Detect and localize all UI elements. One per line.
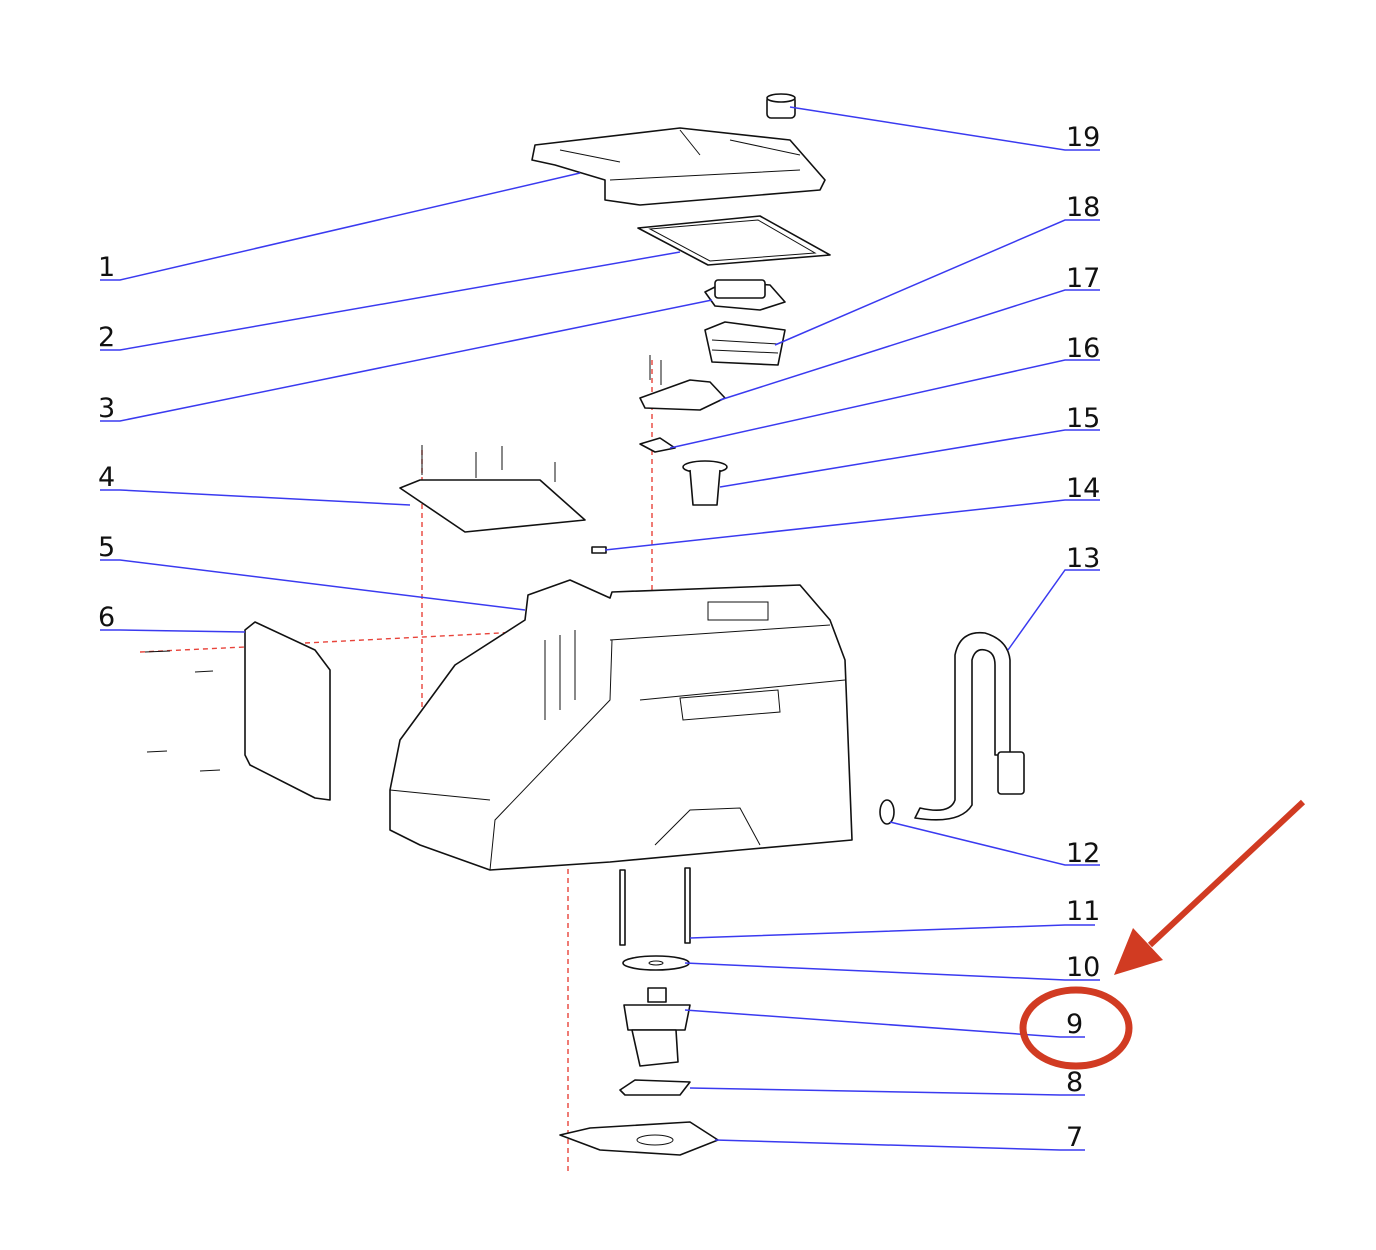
part-10-washer — [622, 955, 690, 971]
arrow-head — [1114, 928, 1163, 975]
part-2-gasket — [637, 215, 831, 266]
leader-lines — [100, 106, 1100, 1151]
label-16: 16 — [1066, 333, 1100, 364]
part-15-valve — [682, 460, 728, 506]
label-9: 9 — [1066, 1009, 1083, 1040]
label-3: 3 — [98, 393, 115, 424]
part-7-base-plate — [559, 1121, 719, 1156]
label-2: 2 — [98, 322, 115, 353]
label-5: 5 — [98, 532, 115, 563]
part-5-main-housing — [389, 579, 853, 871]
part-6-side-panel — [144, 621, 331, 801]
label-7: 7 — [1066, 1122, 1083, 1153]
part-13-hose — [914, 631, 1025, 821]
part-3-filter-cover — [704, 279, 786, 311]
part-1-top-cover — [531, 127, 826, 206]
highlight-annotation — [1019, 799, 1306, 1070]
part-16-plate — [639, 437, 676, 453]
part-4-panel — [399, 445, 586, 533]
part-9-motor — [623, 987, 691, 1067]
part-18-filter — [704, 321, 786, 366]
label-11: 11 — [1066, 896, 1100, 927]
part-19-knob — [766, 93, 796, 119]
part-12-seal-ring — [879, 799, 895, 825]
label-10: 10 — [1066, 952, 1100, 983]
label-8: 8 — [1066, 1067, 1083, 1098]
part-8-gasket — [619, 1079, 691, 1096]
part-14-pin — [591, 546, 607, 554]
label-12: 12 — [1066, 838, 1100, 869]
part-17-bracket — [639, 355, 726, 411]
part-11-rods — [619, 867, 691, 946]
label-15: 15 — [1066, 403, 1100, 434]
label-1: 1 — [98, 252, 115, 283]
label-14: 14 — [1066, 473, 1100, 504]
label-4: 4 — [98, 462, 115, 493]
label-6: 6 — [98, 602, 115, 633]
arrow-icon — [1147, 799, 1306, 948]
label-13: 13 — [1066, 543, 1100, 574]
part-labels: 1 2 3 4 5 6 7 8 9 10 11 12 13 14 15 16 1… — [98, 122, 1100, 1153]
highlight-circle — [1019, 986, 1133, 1070]
label-19: 19 — [1066, 122, 1100, 153]
label-18: 18 — [1066, 192, 1100, 223]
label-17: 17 — [1066, 263, 1100, 294]
